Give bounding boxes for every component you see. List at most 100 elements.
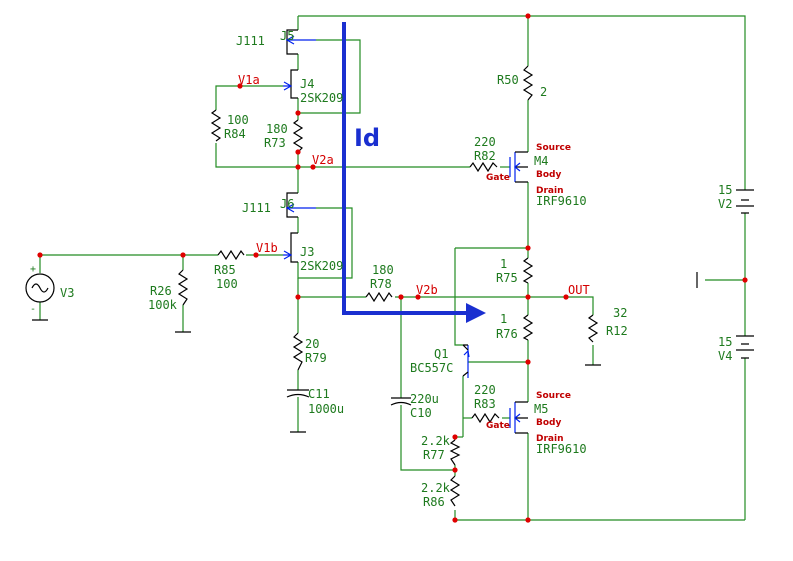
label-v2-value: 15 bbox=[718, 183, 732, 197]
svg-text:+: + bbox=[30, 264, 36, 275]
resistor-r82[interactable] bbox=[469, 161, 498, 173]
label-r50-name: R50 bbox=[497, 73, 519, 87]
label-r82-value: 220 bbox=[474, 135, 496, 149]
pin-label-m4-body: Body bbox=[536, 170, 561, 180]
battery-v2[interactable] bbox=[736, 189, 754, 214]
label-r75-value: 1 bbox=[500, 257, 507, 271]
resistor-r50[interactable] bbox=[522, 65, 534, 101]
label-r84-value: 100 bbox=[227, 113, 249, 127]
resistor-r75[interactable] bbox=[522, 257, 534, 284]
label-m5-model: IRF9610 bbox=[536, 442, 587, 456]
label-v2-name: V2 bbox=[718, 197, 732, 211]
net-label-v2a: V2a bbox=[312, 153, 334, 167]
label-q1-name: Q1 bbox=[434, 347, 448, 361]
label-j5-name: J5 bbox=[280, 29, 294, 43]
label-j6-name: J6 bbox=[280, 197, 294, 211]
label-r84-name: R84 bbox=[224, 127, 246, 141]
capacitor-c10[interactable] bbox=[390, 397, 412, 412]
label-j4-name: J4 bbox=[300, 77, 314, 91]
net-label-out: OUT bbox=[568, 283, 590, 297]
pin-label-m5-gate: Gate bbox=[486, 421, 510, 431]
label-r86-name: R86 bbox=[423, 495, 445, 509]
resistor-r73[interactable] bbox=[292, 119, 304, 153]
label-j5-model: J111 bbox=[236, 34, 265, 48]
resistor-r85[interactable] bbox=[217, 249, 245, 261]
resistors bbox=[177, 65, 599, 507]
label-r85-value: 100 bbox=[216, 277, 238, 291]
label-r26-value: 100k bbox=[148, 298, 178, 312]
current-path-id bbox=[342, 22, 486, 323]
label-r50-value: 2 bbox=[540, 85, 547, 99]
resistor-r12[interactable] bbox=[587, 314, 599, 343]
label-j3-name: J3 bbox=[300, 245, 314, 259]
current-label: Id bbox=[354, 124, 380, 152]
resistor-r84[interactable] bbox=[210, 109, 222, 142]
label-v4-name: V4 bbox=[718, 349, 732, 363]
jfet-j5[interactable] bbox=[285, 29, 316, 55]
label-r26-name: R26 bbox=[150, 284, 172, 298]
label-m4-name: M4 bbox=[534, 154, 548, 168]
resistor-r77[interactable] bbox=[449, 439, 461, 466]
resistor-r78[interactable] bbox=[365, 291, 393, 303]
pin-label-m5-source: Source bbox=[536, 391, 571, 401]
capacitors bbox=[286, 389, 412, 413]
resistor-r79[interactable] bbox=[292, 332, 304, 371]
pin-label-m5-drain: Drain bbox=[536, 434, 563, 444]
battery-v4[interactable] bbox=[736, 335, 754, 359]
svg-text:-: - bbox=[30, 304, 36, 315]
source-v3[interactable]: + - bbox=[25, 264, 55, 315]
net-label-v1b: V1b bbox=[256, 241, 278, 255]
jfet-j3[interactable] bbox=[283, 232, 298, 263]
jfet-j6[interactable] bbox=[285, 192, 316, 218]
net-label-v2b: V2b bbox=[416, 283, 438, 297]
label-r75-name: R75 bbox=[496, 271, 518, 285]
label-c11-name: C11 bbox=[308, 387, 330, 401]
label-j4-model: 2SK209 bbox=[300, 91, 343, 105]
label-m5-name: M5 bbox=[534, 402, 548, 416]
pin-label-m4-gate: Gate bbox=[486, 173, 510, 183]
mosfet-m4[interactable] bbox=[509, 151, 528, 183]
label-j6-model: J111 bbox=[242, 201, 271, 215]
grounds bbox=[32, 272, 698, 433]
label-r12-value: 32 bbox=[613, 306, 627, 320]
label-r77-value: 2.2k bbox=[421, 434, 451, 448]
jfet-j4[interactable] bbox=[283, 69, 298, 99]
label-r78-value: 180 bbox=[372, 263, 394, 277]
label-r76-name: R76 bbox=[496, 327, 518, 341]
resistor-r83[interactable] bbox=[471, 412, 500, 424]
label-r73-name: R73 bbox=[264, 136, 286, 150]
pin-label-m4-drain: Drain bbox=[536, 186, 563, 196]
label-r83-name: R83 bbox=[474, 397, 496, 411]
label-j3-model: 2SK209 bbox=[300, 259, 343, 273]
capacitor-c11[interactable] bbox=[286, 389, 310, 413]
pin-label-m5-body: Body bbox=[536, 418, 561, 428]
label-c11-value: 1000u bbox=[308, 402, 344, 416]
junction-dots bbox=[37, 13, 748, 523]
label-v4-value: 15 bbox=[718, 335, 732, 349]
label-r79-name: R79 bbox=[305, 351, 327, 365]
mosfet-m5[interactable] bbox=[509, 401, 528, 434]
net-label-v1a: V1a bbox=[238, 73, 260, 87]
resistor-r26[interactable] bbox=[177, 269, 189, 306]
label-r86-value: 2.2k bbox=[421, 481, 451, 495]
label-r77-name: R77 bbox=[423, 448, 445, 462]
label-v3-name: V3 bbox=[60, 286, 74, 300]
label-r78-name: R78 bbox=[370, 277, 392, 291]
label-r73-value: 180 bbox=[266, 122, 288, 136]
label-r76-value: 1 bbox=[500, 312, 507, 326]
label-r12-name: R12 bbox=[606, 324, 628, 338]
bjt-q1[interactable] bbox=[462, 344, 470, 378]
label-r79-value: 20 bbox=[305, 337, 319, 351]
label-r82-name: R82 bbox=[474, 149, 496, 163]
label-q1-model: BC557C bbox=[410, 361, 453, 375]
resistor-r86[interactable] bbox=[449, 475, 461, 507]
component-labels: J111 J5 J4 2SK209 100 R84 180 R73 J111 J… bbox=[60, 29, 732, 509]
label-c10-value: 220u bbox=[410, 392, 439, 406]
resistor-r76[interactable] bbox=[522, 314, 534, 341]
pin-label-m4-source: Source bbox=[536, 143, 571, 153]
label-m4-model: IRF9610 bbox=[536, 194, 587, 208]
label-r85-name: R85 bbox=[214, 263, 236, 277]
label-r83-value: 220 bbox=[474, 383, 496, 397]
label-c10-name: C10 bbox=[410, 406, 432, 420]
